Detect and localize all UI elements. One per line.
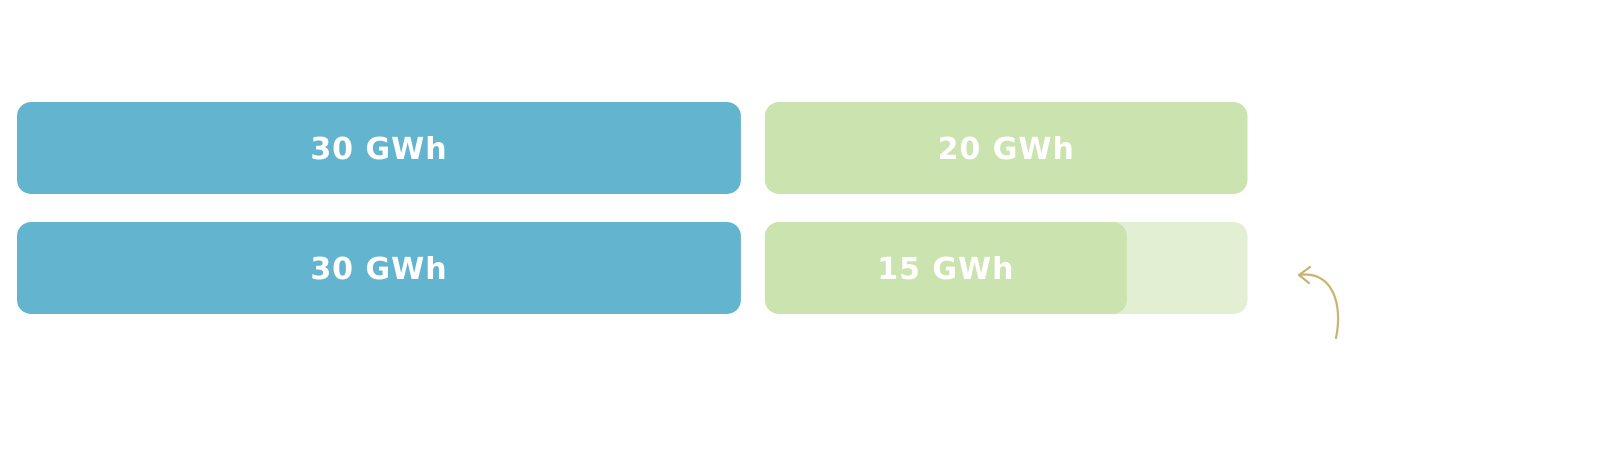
data-label: 15 GWh [877,252,1014,287]
bar-segment [17,222,741,314]
bars-group: 30 GWh 20 GWh 30 GWh 15 GWh [17,102,1248,314]
bar-segment [17,102,741,194]
data-label: 30 GWh [310,252,447,287]
data-label: 20 GWh [938,132,1075,167]
curved-arrow-icon [1297,265,1340,340]
bar-row-1: 30 GWh 20 GWh [17,102,1248,194]
bar-row-2: 30 GWh 15 GWh [17,222,1248,314]
bar-segment [764,102,1248,194]
data-label: 30 GWh [310,132,447,167]
bar-segment [764,222,1127,314]
